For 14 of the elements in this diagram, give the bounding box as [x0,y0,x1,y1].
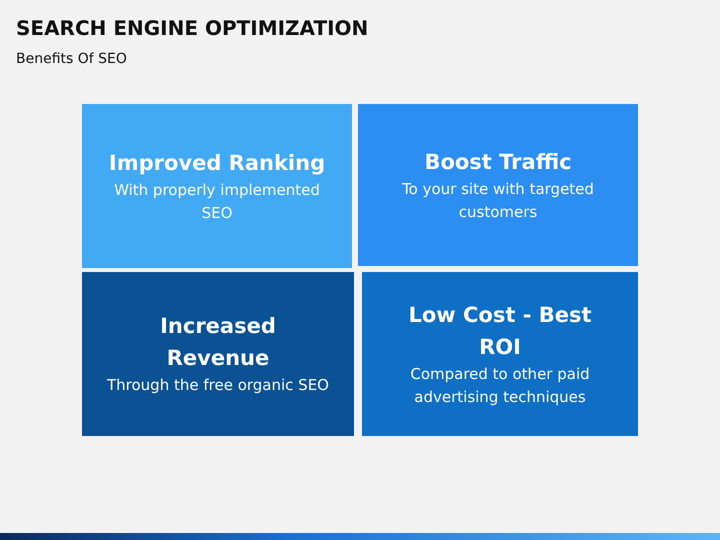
piece-description: Through the free organic SEO [106,375,329,396]
title: SEARCH ENGINE OPTIMIZATION [16,16,368,40]
piece-heading: Boost Traffic [424,148,572,176]
subtitle: Benefits Of SEO [16,51,127,67]
puzzle-piece [82,272,354,436]
piece-heading: Low Cost - Best ROI [407,302,593,360]
puzzle-piece [358,104,638,266]
piece-description: To your site with targeted customers [401,179,595,223]
puzzle-piece [82,104,352,268]
piece-description: With properly implemented SEO [113,180,321,224]
piece-heading: Increased Revenue [159,313,277,372]
piece-description: Compared to other paid advertising techniques [409,364,591,408]
piece-heading: Improved Ranking [108,150,326,177]
puzzle-piece [362,272,638,436]
